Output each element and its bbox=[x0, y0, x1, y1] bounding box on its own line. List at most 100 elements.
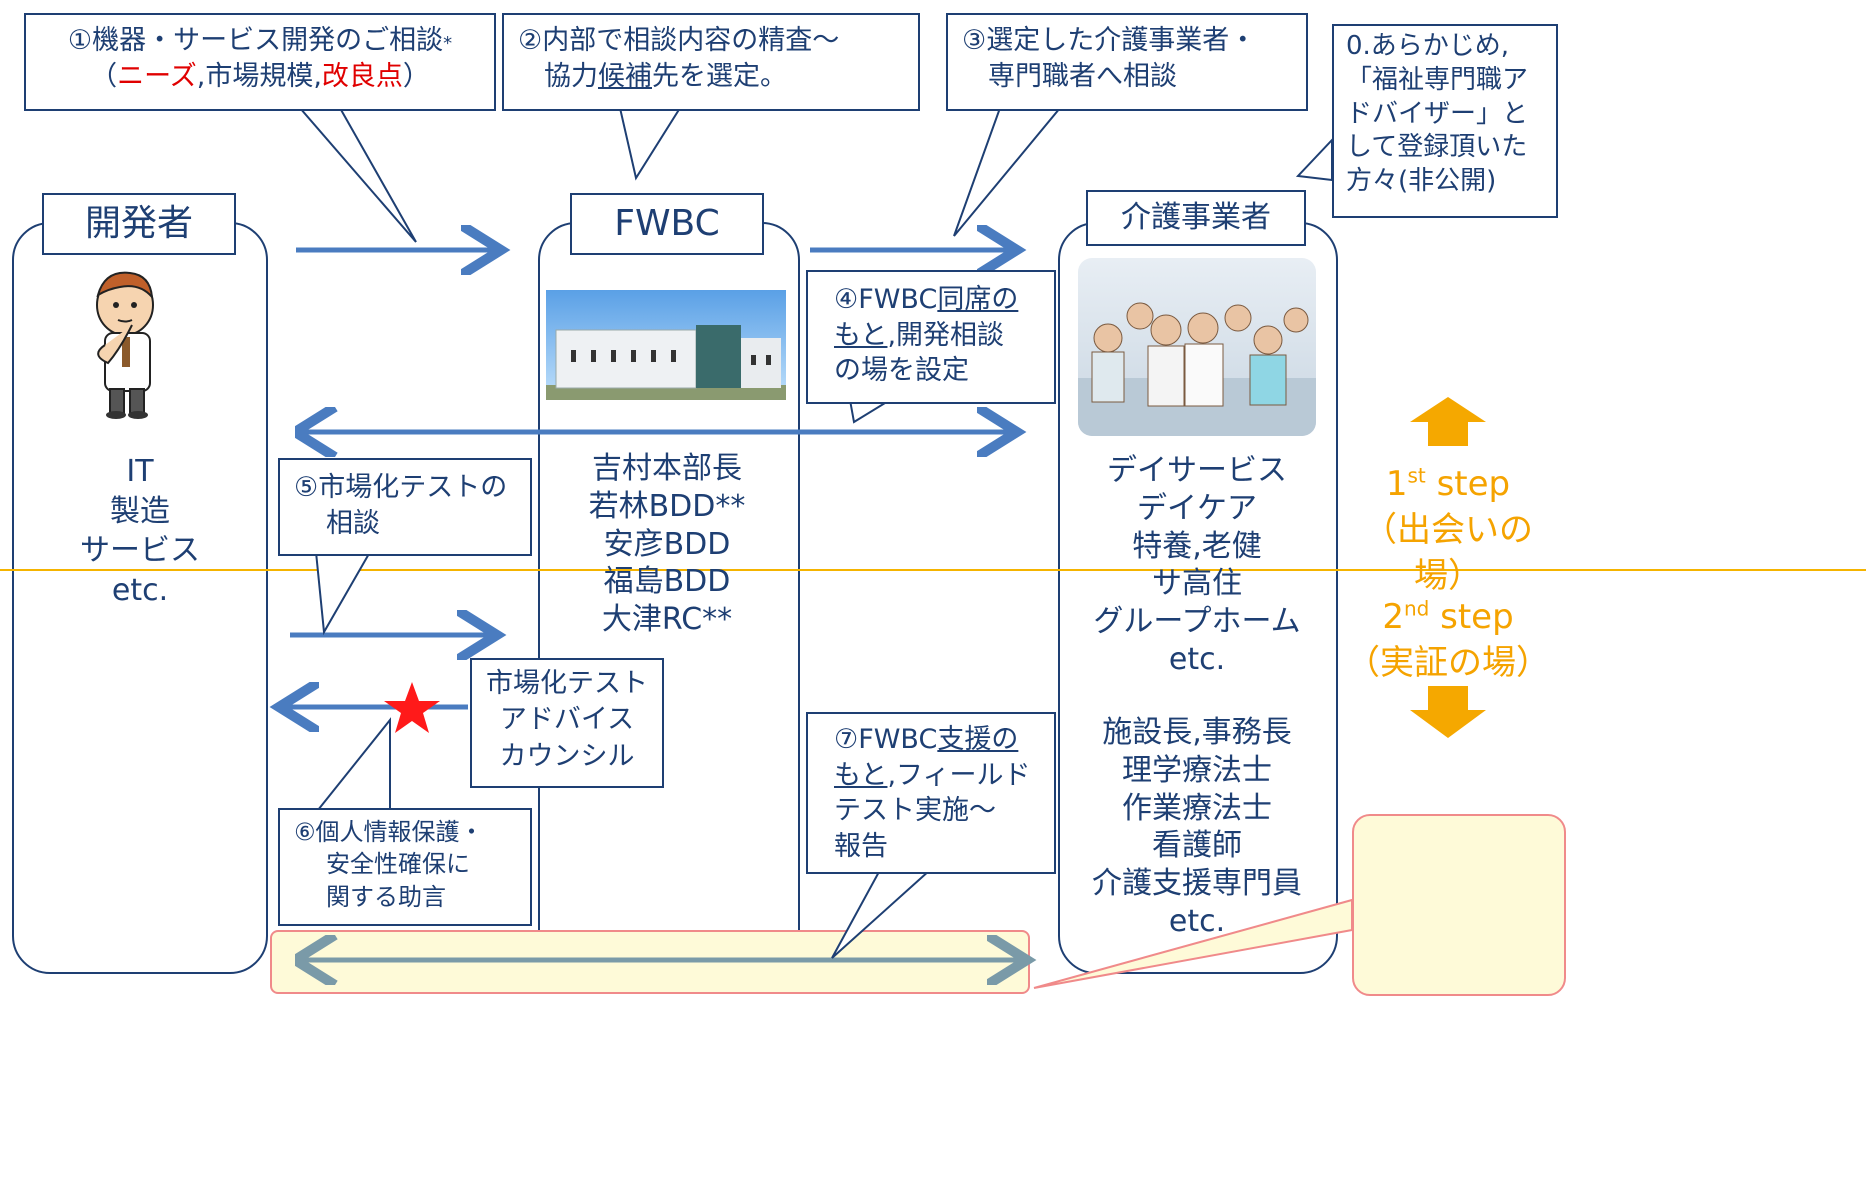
callout1-tail bbox=[297, 107, 417, 243]
callout5-line1: ⑤市場化テストの bbox=[294, 472, 508, 503]
callout-consultation-setup: ④FWBC同席の もと,開発相談 の場を設定 bbox=[806, 270, 1056, 404]
callout-internal-review: ②内部で相談内容の精査〜 協力候補先を選定。 bbox=[502, 13, 920, 111]
callout1-close-paren: ） bbox=[402, 61, 430, 93]
callout3-line2: 専門職者へ相談 bbox=[988, 61, 1177, 93]
fwbc-building-photo bbox=[546, 290, 786, 400]
note-line bbox=[1354, 816, 1564, 848]
care-facility-types: デイサービス デイケア 特養,老健 サ高住 グループホーム etc. bbox=[1066, 452, 1328, 679]
care-facility-item: デイサービス bbox=[1107, 453, 1287, 488]
callout6-tail bbox=[315, 717, 391, 811]
callout7-tail bbox=[831, 869, 933, 959]
callout4-line3: の場を設定 bbox=[834, 355, 969, 387]
callout5-line2: 相談 bbox=[326, 508, 380, 540]
care-facility-item: グループホーム bbox=[1093, 604, 1301, 640]
callout-consultation: ①機器・サービス開発のご相談* （ニーズ,市場規模,改良点） bbox=[24, 13, 496, 111]
step1-number: 1 bbox=[1385, 464, 1408, 504]
step1-label: 1st step （出会いの場） bbox=[1338, 462, 1558, 600]
callout6-line: 安全性確保に bbox=[326, 850, 470, 879]
step1-word: step bbox=[1425, 464, 1511, 504]
callout4-pre: ④FWBC bbox=[834, 284, 938, 315]
callout-field-test: ⑦FWBC支援の もと,フィールド テスト実施〜 報告 bbox=[806, 712, 1056, 874]
step2-subtitle: （実証の場） bbox=[1346, 642, 1550, 683]
care-staff-roles: 施設長,事務長 理学療法士 作業療法士 看護師 介護支援専門員 etc. bbox=[1066, 714, 1328, 941]
market-test-advice-council: 市場化テスト アドバイス カウンシル bbox=[470, 658, 664, 788]
care-facility-item: サ高住 bbox=[1152, 566, 1242, 602]
care-staff-item: 理学療法士 bbox=[1122, 752, 1272, 788]
callout2-tail bbox=[618, 107, 682, 181]
callout2-candidates: 候補 bbox=[598, 61, 652, 93]
fwbc-staff-item: 福島BDD bbox=[603, 564, 731, 600]
callout2-line1: ②内部で相談内容の精査〜 bbox=[518, 25, 840, 56]
step-divider-line bbox=[0, 569, 1866, 571]
care-provider-title: 介護事業者 bbox=[1086, 190, 1306, 246]
developer-item: etc. bbox=[111, 572, 169, 608]
callout7-line4: 報告 bbox=[834, 830, 888, 862]
council-line: 市場化テスト bbox=[486, 668, 648, 699]
callout7-under: もと bbox=[834, 759, 888, 791]
callout7-pre: ⑦FWBC bbox=[834, 724, 938, 755]
care-staff-item: 施設長,事務長 bbox=[1102, 715, 1292, 750]
callout7-post: ,フィールド bbox=[887, 759, 1031, 791]
callout7-line3: テスト実施〜 bbox=[834, 795, 996, 827]
callout0-line: ドバイザー」と bbox=[1346, 98, 1529, 129]
callout3-tail bbox=[953, 107, 1063, 237]
care-staff-photo bbox=[1078, 258, 1316, 436]
step-down-arrow-icon bbox=[1410, 686, 1486, 738]
developer-item: IT bbox=[126, 454, 154, 489]
callout3-line1: ③選定した介護事業者・ bbox=[962, 25, 1257, 56]
callout2-post: 先を選定。 bbox=[652, 61, 787, 93]
callout1-asterisk: * bbox=[443, 33, 453, 54]
council-line: カウンシル bbox=[499, 740, 635, 772]
callout5-tail bbox=[314, 551, 372, 636]
fwbc-staff-item: 大津RC** bbox=[601, 602, 733, 638]
step2-suffix: nd bbox=[1403, 596, 1430, 621]
fwbc-staff-item: 若林BDD** bbox=[588, 488, 746, 524]
council-line: アドバイス bbox=[499, 704, 635, 736]
fwbc-staff-item: 安彦BDD bbox=[603, 526, 731, 562]
developer-categories: IT 製造 サービス etc. bbox=[40, 452, 240, 610]
note-tail bbox=[1033, 898, 1353, 989]
callout1-market: ,市場規模, bbox=[196, 61, 322, 93]
developer-title: 開発者 bbox=[42, 193, 236, 255]
callout4-post: ,開発相談 bbox=[887, 319, 1005, 351]
callout6-line: ⑥個人情報保護・ bbox=[294, 818, 484, 846]
callout-advisor-registration: 0.あらかじめ, 「福祉専門職ア ドバイザー」と して登録頂いた 方々(非公開) bbox=[1332, 24, 1558, 218]
care-facility-item: 特養,老健 bbox=[1132, 528, 1262, 564]
care-staff-item: 作業療法士 bbox=[1122, 790, 1272, 826]
step2-label: 2nd step （実証の場） bbox=[1338, 595, 1558, 687]
callout6-line: 関する助言 bbox=[326, 882, 446, 911]
callout4-under: もと bbox=[834, 319, 888, 351]
care-facility-item: etc. bbox=[1168, 641, 1226, 677]
callout-privacy-advice: ⑥個人情報保護・ 安全性確保に 関する助言 bbox=[278, 808, 532, 926]
callout-market-test: ⑤市場化テストの 相談 bbox=[278, 458, 532, 556]
callout0-line: 方々(非公開) bbox=[1346, 166, 1497, 197]
care-facility-item: デイケア bbox=[1137, 490, 1257, 526]
callout1-needs: ニーズ bbox=[117, 61, 197, 93]
reward-note bbox=[1352, 814, 1566, 996]
care-staff-item: 看護師 bbox=[1152, 828, 1242, 864]
callout7-support: 支援の bbox=[937, 724, 1019, 755]
developer-item: サービス bbox=[80, 533, 200, 569]
callout-select-provider: ③選定した介護事業者・ 専門職者へ相談 bbox=[946, 13, 1308, 111]
callout4-attendance: 同席の bbox=[937, 284, 1019, 315]
care-staff-item: etc. bbox=[1168, 903, 1226, 939]
callout1-title: ①機器・サービス開発のご相談 bbox=[67, 25, 444, 56]
fwbc-title: FWBC bbox=[570, 193, 764, 255]
callout0-tail bbox=[1295, 137, 1333, 182]
red-star-icon bbox=[384, 682, 440, 733]
callout0-line: 「福祉専門職ア bbox=[1346, 64, 1529, 95]
step1-suffix: st bbox=[1407, 463, 1426, 488]
callout1-improvement: 改良点 bbox=[321, 61, 403, 93]
step1-subtitle: （出会いの場） bbox=[1363, 509, 1533, 596]
callout0-line: して登録頂いた bbox=[1346, 132, 1528, 163]
care-staff-item: 介護支援専門員 bbox=[1092, 866, 1302, 902]
step2-word: step bbox=[1429, 597, 1514, 637]
step2-number: 2 bbox=[1382, 597, 1404, 637]
developer-item: 製造 bbox=[110, 493, 170, 529]
callout2-pre: 協力 bbox=[544, 61, 598, 93]
callout0-line: 0.あらかじめ, bbox=[1346, 31, 1510, 61]
callout1-open-paren: （ bbox=[90, 61, 118, 93]
developer-thinking-figure bbox=[80, 265, 180, 420]
step-up-arrow-icon bbox=[1410, 397, 1486, 446]
